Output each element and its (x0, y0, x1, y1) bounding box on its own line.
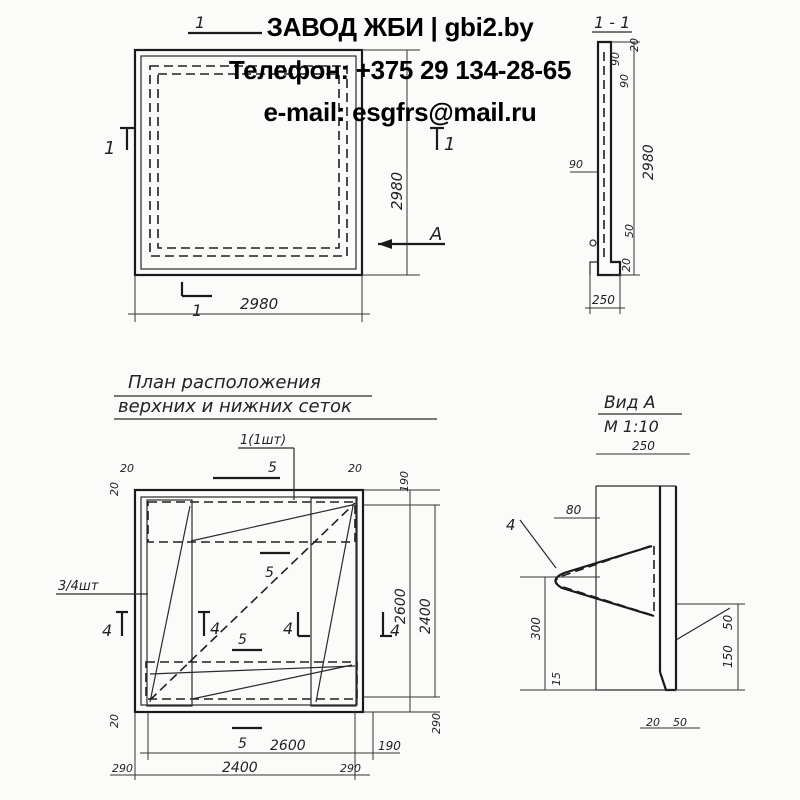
mesh-slab-outline (133, 488, 365, 714)
section-1-1-view: 1 - 1 20 90 90 90 2980 50 20 250 (569, 13, 657, 314)
mesh-mark-5-bottom: 5 (238, 736, 247, 752)
mesh-dim-20-tr: 20 (348, 462, 362, 475)
mesh-dim-190-h: 190 (378, 739, 401, 753)
section-dim-20b: 20 (620, 258, 633, 272)
detail-dim-150: 150 (721, 645, 735, 668)
mesh-dim-190-v: 190 (398, 471, 411, 492)
mesh-mark-5-mid: 5 (265, 565, 274, 581)
detail-leader-mark: 4 (506, 516, 516, 534)
mesh-brace-left (149, 505, 191, 703)
mesh-bottom-strip (145, 661, 358, 700)
mesh-dim-2400-v: 2400 (418, 598, 434, 634)
mesh-title-line1: План расположения (128, 372, 321, 393)
mesh-mark-4-mid: 4 (210, 619, 220, 638)
detail-dim-80: 80 (566, 503, 582, 517)
detail-dim-250: 250 (632, 439, 655, 453)
mesh-title-line2: верхних и нижних сеток (118, 396, 352, 417)
section-dim-90b: 90 (609, 52, 622, 66)
mesh-dim-20-lb: 20 (108, 714, 121, 728)
detail-dim-300: 300 (529, 617, 543, 640)
detail-dim-20: 20 (646, 716, 660, 729)
detail-scale: М 1:10 (604, 417, 659, 436)
dim-label-width: 2980 (240, 295, 278, 313)
detail-dim-15: 15 (550, 672, 563, 686)
section-dim-mid: 90 (569, 158, 583, 171)
view-mark-a: A (429, 224, 442, 245)
section-dim-thickness: 250 (592, 293, 615, 307)
detail-leader-4 (519, 519, 557, 569)
header-email: e-mail: esgfrs@mail.ru (263, 97, 537, 127)
mesh-brace-diag (149, 502, 356, 701)
detail-loop-hidden (554, 545, 653, 616)
section-mark-left: 1 (104, 138, 115, 159)
mesh-dim-20-tl: 20 (120, 462, 134, 475)
dim-label-height: 2980 (388, 172, 406, 210)
view-a-arrowhead (378, 239, 392, 249)
mesh-mark-4-left: 4 (102, 621, 112, 640)
detail-view-a: Вид А М 1:10 4 250 80 300 15 (506, 393, 745, 729)
header-phone: Телефон: +375 29 134-28-65 (228, 55, 572, 85)
detail-title: Вид А (604, 393, 656, 413)
section-mark-top: 1 (195, 13, 205, 32)
top-plan-view: 1 1 1 1 A 2980 2980 (104, 13, 455, 322)
detail-base-chamfer (658, 671, 676, 692)
slab-hidden-rib (149, 65, 348, 257)
mesh-dim-290-h: 290 (112, 762, 133, 775)
mesh-mark-4-far: 4 (390, 621, 400, 640)
mesh-callout-left: 3/4шт (58, 579, 99, 594)
section-dim-20: 20 (628, 38, 641, 52)
section-dim-90a: 90 (618, 74, 631, 88)
mesh-callout: 1(1шт) (240, 433, 286, 448)
section-dim-50: 50 (623, 224, 636, 238)
mesh-top-strip (147, 501, 356, 543)
section-base-step (589, 261, 598, 275)
section-mark-bottom: 1 (192, 301, 202, 320)
mesh-mark-4-right: 4 (283, 619, 293, 638)
detail-leader-50 (675, 607, 731, 641)
mesh-right-strip (310, 497, 357, 707)
mesh-dim-2600-v: 2600 (393, 588, 409, 624)
mesh-brace-bottom (191, 664, 353, 700)
slab-hidden-rib-inner (157, 73, 340, 249)
slab-outline-outer (133, 48, 364, 277)
detail-loop (554, 544, 655, 618)
section-mark-right: 1 (444, 134, 455, 155)
mesh-slab-inner (140, 496, 358, 706)
mesh-left-strip (146, 499, 193, 707)
mesh-dim-2400-h: 2400 (222, 760, 258, 776)
mesh-dim-2600-h: 2600 (270, 738, 306, 754)
lifting-loop (589, 239, 597, 247)
mesh-brace-bottom-edge (149, 665, 356, 675)
mesh-brace-right (315, 505, 354, 703)
section-dim-height: 2980 (641, 144, 657, 180)
mesh-mark-5-low: 5 (238, 632, 247, 648)
mesh-dim-20-left: 20 (108, 482, 121, 496)
header-title: ЗАВОД ЖБИ | gbi2.by (266, 12, 534, 42)
section-title: 1 - 1 (594, 13, 630, 32)
detail-dim-50b: 50 (673, 716, 687, 729)
mesh-brace-top (190, 504, 353, 542)
mesh-plan-view: План расположения верхних и нижних сеток… (56, 372, 443, 780)
mesh-mark-5-top: 5 (268, 460, 277, 476)
detail-dim-50: 50 (721, 614, 735, 630)
slab-outline-inner (140, 55, 357, 270)
mesh-dim-290-hr: 290 (340, 762, 361, 775)
mesh-dim-290-v: 290 (430, 713, 443, 734)
